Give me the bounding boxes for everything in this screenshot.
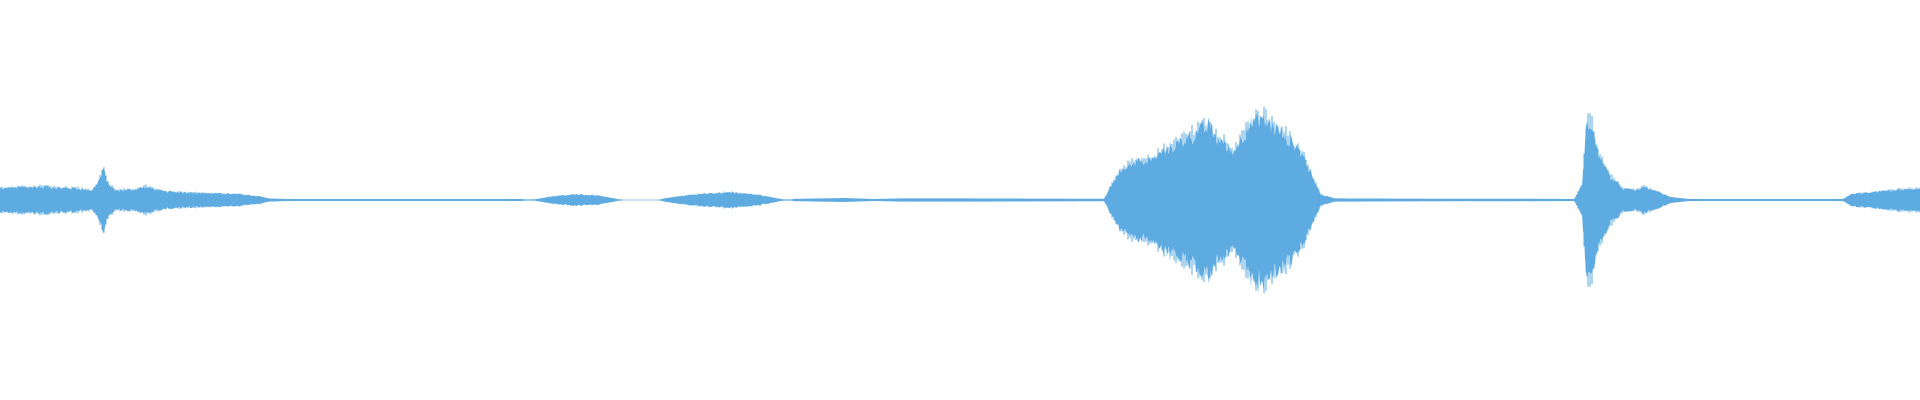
waveform-fill — [0, 109, 1920, 295]
waveform-spikes — [0, 107, 1919, 293]
